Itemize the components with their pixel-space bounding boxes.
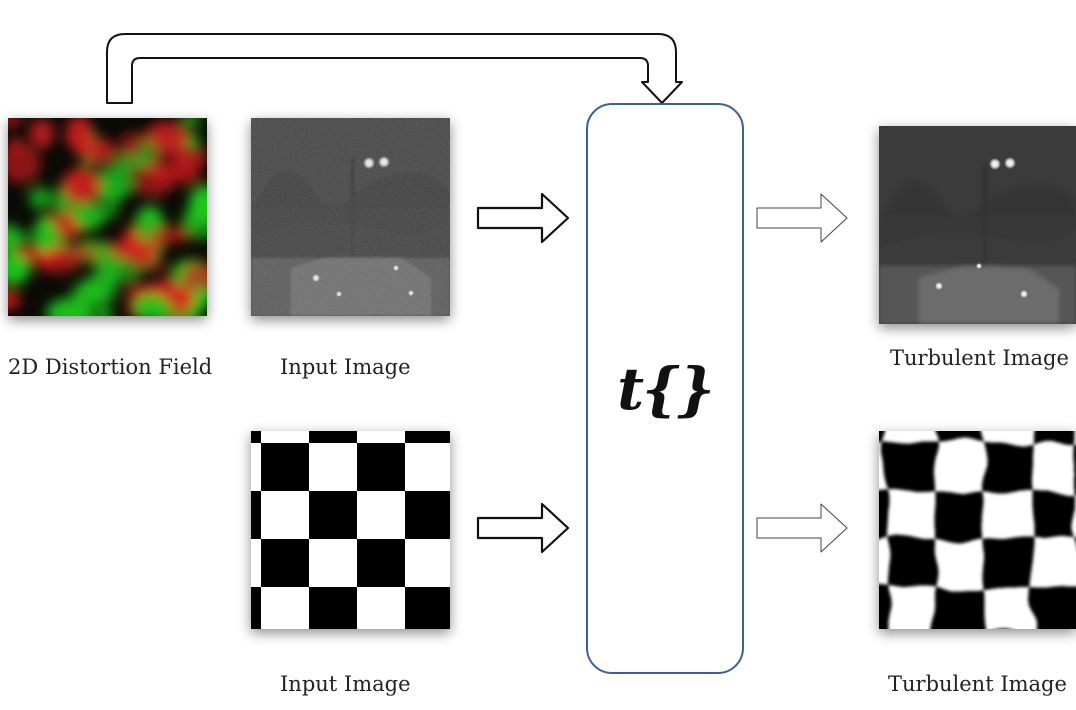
checker-cell	[1031, 491, 1076, 539]
input-image-checkerboard	[251, 431, 450, 629]
field-blob	[181, 118, 202, 130]
field-blob	[8, 229, 33, 247]
field-blob	[73, 202, 105, 231]
field-blob	[162, 159, 201, 184]
input-image-label-bottom: Input Image	[280, 672, 411, 696]
night-scene-svg	[251, 118, 450, 316]
checker-cell	[935, 431, 983, 443]
field-blob	[8, 144, 42, 184]
turbulent-checkerboard-svg	[879, 431, 1076, 629]
checker-cell	[879, 587, 887, 629]
checker-cell	[887, 443, 935, 491]
turbulent-image-label-top: Turbulent Image	[890, 346, 1069, 370]
field-blob	[133, 292, 167, 316]
checker-cell	[251, 587, 261, 629]
output-arrow-bottom	[756, 503, 848, 553]
field-blob	[65, 118, 93, 153]
checker-cell	[935, 587, 983, 629]
checker-cell	[1031, 431, 1076, 443]
field-blob	[130, 255, 166, 271]
distortion-field-label: 2D Distortion Field	[8, 355, 213, 379]
field-blob	[53, 245, 98, 261]
checker-cell	[309, 431, 357, 443]
checker-cell	[1031, 587, 1076, 629]
turbulent-image-checkerboard	[879, 431, 1076, 629]
checker-cell	[251, 491, 261, 539]
field-blob	[56, 209, 79, 242]
input-arrow-top	[476, 192, 570, 244]
field-blob	[134, 172, 174, 197]
field-blob	[46, 298, 94, 316]
checker-cell	[251, 431, 261, 443]
input-image-night	[251, 118, 450, 316]
checker-cell	[261, 539, 309, 587]
checker-cell	[405, 587, 450, 629]
field-blob	[8, 118, 24, 127]
checker-cell	[405, 431, 450, 443]
checker-cell	[357, 443, 405, 491]
checker-cell	[983, 539, 1031, 587]
field-blob	[33, 216, 57, 254]
field-blob	[29, 118, 55, 149]
checkerboard-svg	[251, 431, 450, 629]
checker-cell	[879, 491, 887, 539]
checker-cell	[879, 431, 887, 443]
checker-cell	[405, 491, 450, 539]
turbulent-image-label-bottom: Turbulent Image	[888, 672, 1067, 696]
field-blob	[28, 187, 54, 210]
checker-cell	[935, 491, 983, 539]
checker-cell	[887, 539, 935, 587]
field-blob	[94, 303, 113, 316]
field-blob	[8, 252, 31, 285]
turbulence-operator-block: t{}	[586, 103, 744, 674]
checker-cell	[357, 539, 405, 587]
turbulent-image-night	[879, 126, 1076, 324]
input-image-label-top: Input Image	[280, 355, 411, 379]
operator-label: t{}	[617, 355, 714, 423]
turbulent-night-svg	[879, 126, 1076, 324]
field-blob	[112, 153, 148, 172]
field-blob	[149, 227, 190, 243]
field-blob	[180, 262, 207, 291]
distortion-field-svg	[8, 118, 207, 316]
field-blob	[71, 282, 106, 305]
checker-cell	[983, 443, 1031, 491]
field-blob	[188, 185, 207, 225]
checker-cell	[309, 587, 357, 629]
checker-cell	[309, 491, 357, 539]
field-to-process-arrow	[106, 33, 683, 104]
distortion-field-image	[8, 118, 207, 316]
output-arrow-top	[756, 193, 848, 243]
input-arrow-bottom	[476, 502, 570, 554]
checker-cell	[261, 443, 309, 491]
field-blob	[8, 291, 21, 310]
field-blob	[98, 182, 121, 221]
field-blob	[62, 167, 100, 205]
